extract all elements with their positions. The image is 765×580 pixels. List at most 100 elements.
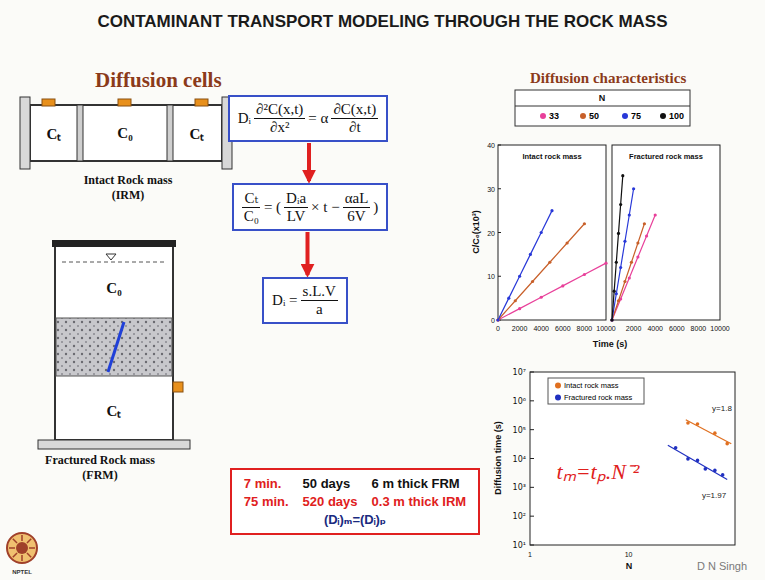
flow-arrow xyxy=(306,232,310,275)
data-line xyxy=(498,263,606,320)
label-wm: D N Singh xyxy=(697,560,747,572)
equation-text: = α xyxy=(308,110,328,127)
logo xyxy=(7,533,37,563)
equation-text: ) xyxy=(373,199,378,216)
cell-flange xyxy=(20,97,30,169)
tick-mark xyxy=(498,145,501,146)
label-ltick: 10¹ xyxy=(513,541,526,550)
legend-entry: Fractured rock mass xyxy=(555,393,632,402)
data-point xyxy=(610,318,613,321)
sampling-port xyxy=(118,99,131,106)
equation-text: s.L.V xyxy=(301,283,338,301)
data-point xyxy=(615,261,618,264)
plot-frame xyxy=(612,145,720,320)
sampling-port xyxy=(42,99,55,106)
summary-text: 6 m thick FRM xyxy=(372,476,467,491)
tick-mark xyxy=(498,232,501,233)
data-point xyxy=(686,421,690,425)
logo-center xyxy=(16,542,28,554)
data-point xyxy=(540,296,543,299)
label-head2: Diffusion characteristics xyxy=(530,70,686,87)
tick-mark xyxy=(530,458,534,459)
equation-text: ∂C(x,t) xyxy=(331,101,378,119)
sampling-port xyxy=(173,382,183,392)
water-level xyxy=(62,262,166,263)
data-point xyxy=(604,262,607,265)
data-line xyxy=(498,224,584,320)
rock-disc xyxy=(77,105,83,161)
data-point xyxy=(623,240,626,243)
legend-swatch xyxy=(580,113,586,119)
logo-spoke xyxy=(27,553,31,557)
data-line xyxy=(612,189,634,320)
tick-mark xyxy=(530,545,534,546)
tick-mark xyxy=(498,188,501,189)
label-cap: Fractured Rock mass (FRM) xyxy=(30,453,170,483)
label-tick: 10000 xyxy=(710,325,729,332)
data-point xyxy=(619,266,622,269)
data-point xyxy=(550,209,553,212)
label-tick: 6000 xyxy=(555,325,571,332)
data-point xyxy=(613,290,616,293)
data-point xyxy=(540,231,543,234)
sampling-port xyxy=(195,99,208,106)
data-point xyxy=(531,280,534,283)
legend-text: 50 xyxy=(589,111,599,121)
label-tick: 0 xyxy=(496,325,500,332)
fit-line xyxy=(686,420,732,444)
label-tick: 8000 xyxy=(691,325,707,332)
logo-spoke xyxy=(27,539,31,543)
equation-text: Cₜ xyxy=(242,189,260,208)
label-ltick: 10⁵ xyxy=(513,425,526,434)
data-point xyxy=(529,253,532,256)
fraction: ∂²C(x,t)∂x² xyxy=(254,101,305,136)
logo-spoke xyxy=(21,555,23,561)
equation-text: Dᵢ = xyxy=(272,292,298,309)
label-tick: 4000 xyxy=(647,325,663,332)
label-tick: 2000 xyxy=(626,325,642,332)
fraction: s.L.Va xyxy=(301,283,338,318)
data-point xyxy=(496,318,499,321)
flow-arrow xyxy=(307,143,311,181)
data-point xyxy=(623,280,626,283)
data-point xyxy=(507,297,510,300)
data-point xyxy=(713,469,717,473)
label-tiny: NPTEL xyxy=(12,569,32,575)
legend-entry: 33 xyxy=(540,111,559,121)
equation-text: ∂x² xyxy=(268,119,291,136)
equation-text: 6V xyxy=(345,208,367,225)
summary-text: 50 days xyxy=(303,476,358,491)
label-axis: Diffusion time (s) xyxy=(493,421,503,495)
rock-disc xyxy=(167,105,173,161)
equation-text: αaL xyxy=(343,190,371,208)
tick-mark xyxy=(530,429,534,430)
cell-body xyxy=(55,246,173,440)
legend-text: 75 xyxy=(631,111,641,121)
legend-entry: 50 xyxy=(580,111,599,121)
data-point xyxy=(713,431,717,435)
data-point xyxy=(721,473,725,477)
plot-frame xyxy=(530,372,735,545)
legend-box xyxy=(515,90,690,126)
data-point xyxy=(621,174,624,177)
data-point xyxy=(696,422,700,426)
data-point xyxy=(496,318,499,321)
label-tick: 10 xyxy=(487,273,495,280)
logo-spoke xyxy=(13,553,17,557)
tick-mark xyxy=(530,487,534,488)
fraction: DᵢaLV xyxy=(284,190,308,225)
label-tick: 2000 xyxy=(512,325,528,332)
logo-spoke xyxy=(29,547,35,549)
summary-text: 75 min. xyxy=(244,494,289,509)
logo-spoke xyxy=(21,535,23,541)
label-ltick: 10³ xyxy=(513,483,526,492)
data-point xyxy=(548,261,551,264)
data-point xyxy=(617,299,620,302)
legend-swatch xyxy=(622,113,628,119)
legend-entry: 75 xyxy=(622,111,641,121)
data-point xyxy=(615,292,618,295)
plot-frame xyxy=(498,145,606,320)
data-point xyxy=(566,241,569,244)
data-point xyxy=(610,318,613,321)
summary-box: 7 min.50 days6 m thick FRM75 min.520 day… xyxy=(230,468,480,535)
